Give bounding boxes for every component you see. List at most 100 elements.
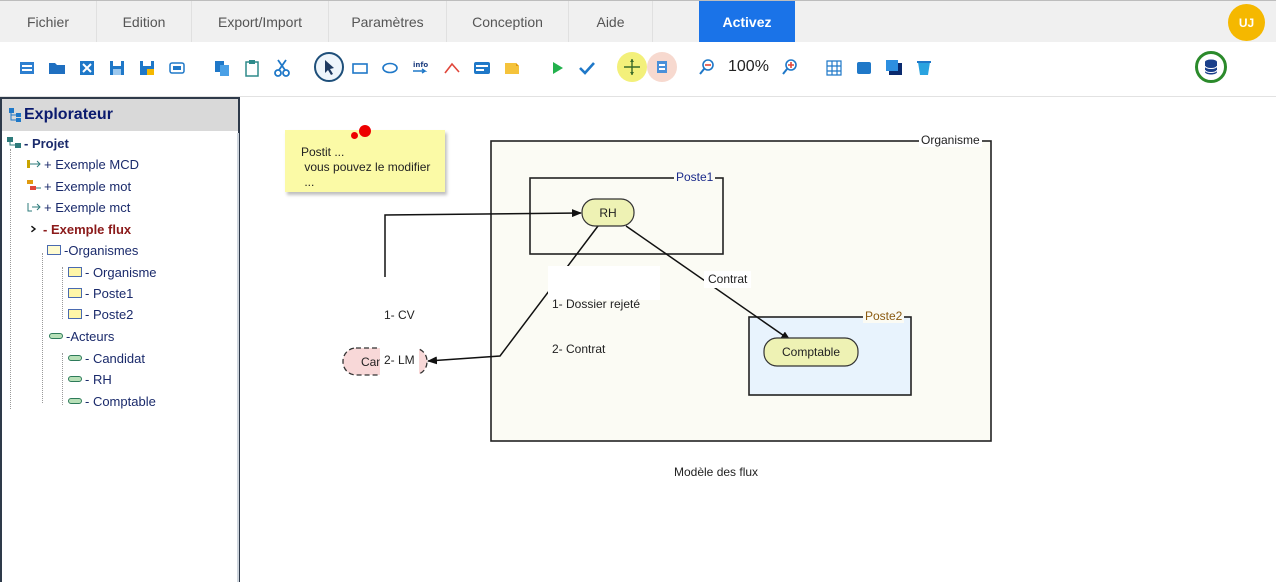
- shadow-icon[interactable]: [882, 55, 906, 81]
- organisme-folder-icon: [47, 245, 61, 255]
- tree-node-label: + Exemple mct: [44, 199, 131, 215]
- fill-color-icon[interactable]: [852, 55, 876, 81]
- acteur-group-icon: [49, 333, 63, 339]
- generate-icon[interactable]: [647, 52, 677, 82]
- explorer-header: Explorateur: [2, 99, 238, 131]
- tree-node-label: - Comptable: [85, 393, 156, 409]
- menu-bar: Fichier Edition Export/Import Paramètres…: [0, 0, 1276, 42]
- tree-node-acteurs[interactable]: -Acteurs: [49, 326, 114, 346]
- user-avatar[interactable]: UJ: [1228, 4, 1265, 41]
- tree-node-exemple-flux[interactable]: - Exemple flux: [30, 219, 131, 239]
- actor-comptable[interactable]: Comptable: [781, 345, 841, 359]
- postit-line: vous pouvez le modifier: [301, 160, 431, 174]
- tree-node-label: - Candidat: [85, 350, 145, 366]
- menu-aide[interactable]: Aide: [569, 1, 653, 42]
- actor-rh[interactable]: RH: [599, 205, 617, 220]
- validate-icon[interactable]: [575, 55, 599, 81]
- tree-node-label: - Projet: [24, 135, 69, 151]
- mcd-icon: [27, 160, 41, 168]
- expand-arrow-icon: [30, 225, 37, 233]
- tree-node-label: - Poste2: [85, 306, 134, 322]
- menu-activez[interactable]: Activez: [699, 1, 795, 42]
- diagram-caption: Modèle des flux: [674, 465, 759, 479]
- open-folder-icon[interactable]: [45, 55, 69, 81]
- frame-poste1-label: Poste1: [674, 170, 716, 184]
- tree-node-exemple-mct[interactable]: + Exemple mct: [27, 197, 130, 217]
- explorer-tree-icon: [9, 108, 21, 122]
- mct-icon: [27, 203, 41, 212]
- tree-node-organisme[interactable]: - Organisme: [68, 262, 157, 282]
- tree-guide: [10, 149, 11, 409]
- tree-node-rh[interactable]: - RH: [68, 369, 112, 389]
- poste-icon: [68, 288, 82, 298]
- flow-label-line: 2- LM: [384, 353, 415, 367]
- save-as-icon[interactable]: [135, 55, 159, 81]
- menu-conception[interactable]: Conception: [447, 1, 569, 42]
- export-icon[interactable]: [165, 55, 189, 81]
- postit-pin-icon: [359, 125, 371, 137]
- flow-contrat-label[interactable]: Contrat: [704, 271, 752, 288]
- tree-node-label: - Poste1: [85, 285, 134, 301]
- tree-node-label: + Exemple mot: [44, 178, 132, 194]
- frame-organisme-label: Organisme: [919, 133, 982, 147]
- zoom-out-icon[interactable]: [692, 52, 722, 82]
- explorer-panel: Explorateur - Projet + Exemple MCD + Exe…: [0, 97, 240, 582]
- flow-label-line: 1- CV: [384, 308, 415, 322]
- tree-guide: [62, 267, 63, 319]
- menu-fichier[interactable]: Fichier: [0, 1, 97, 42]
- tree-node-exemple-mot[interactable]: + Exemple mot: [27, 176, 131, 196]
- zoom-in-icon[interactable]: [775, 52, 805, 82]
- menu-parametres[interactable]: Paramètres: [329, 1, 447, 42]
- layout-icon[interactable]: [617, 52, 647, 82]
- rectangle-icon[interactable]: [348, 55, 372, 81]
- postit-note[interactable]: Postit ... vous pouvez le modifier ...: [285, 130, 445, 192]
- flow-dossier-contrat-label[interactable]: 1- Dossier rejeté 2- Contrat: [548, 266, 660, 356]
- tree-node-poste2[interactable]: - Poste2: [68, 304, 133, 324]
- tree-node-label: - Organisme: [85, 264, 157, 280]
- pointer-icon[interactable]: [314, 52, 344, 82]
- actor-rh-shape[interactable]: [581, 198, 635, 227]
- tree-node-label: + Exemple MCD: [44, 156, 139, 172]
- tree-node-label: - Exemple flux: [43, 221, 132, 237]
- postit-pin-dot: [351, 132, 358, 139]
- organisme-icon: [68, 267, 82, 277]
- menu-edition[interactable]: Edition: [97, 1, 192, 42]
- postit-line: Postit ...: [301, 145, 345, 159]
- copy-icon[interactable]: [210, 55, 234, 81]
- tree-node-comptable[interactable]: - Comptable: [68, 391, 156, 411]
- tree-node-organismes[interactable]: -Organismes: [47, 240, 138, 260]
- text-block-icon[interactable]: [470, 55, 494, 81]
- tree-node-exemple-mcd[interactable]: + Exemple MCD: [27, 154, 139, 174]
- paste-icon[interactable]: [240, 55, 264, 81]
- svg-text:info: info: [413, 61, 428, 69]
- explorer-scrollbar[interactable]: [237, 133, 239, 582]
- acteur-icon: [68, 376, 82, 382]
- acteur-icon: [68, 398, 82, 404]
- postit-line: ...: [301, 175, 315, 189]
- info-icon[interactable]: info: [408, 55, 432, 81]
- ellipse-icon[interactable]: [378, 55, 402, 81]
- menu-export-import[interactable]: Export/Import: [192, 1, 329, 42]
- save-icon[interactable]: [105, 55, 129, 81]
- tree-guide: [62, 353, 63, 405]
- postit-icon[interactable]: [500, 55, 524, 81]
- zoom-level: 100%: [728, 58, 769, 75]
- tree-node-projet[interactable]: - Projet: [7, 133, 69, 153]
- tree-node-poste1[interactable]: - Poste1: [68, 283, 133, 303]
- delete-icon[interactable]: [912, 55, 936, 81]
- explorer-title: Explorateur: [24, 106, 113, 123]
- database-icon[interactable]: [1195, 51, 1227, 83]
- run-icon[interactable]: [545, 55, 569, 81]
- poste-icon: [68, 309, 82, 319]
- mot-icon: [27, 180, 41, 190]
- flow-cv-lm-label[interactable]: 1- CV 2- LM: [380, 277, 419, 384]
- line-icon[interactable]: [440, 55, 464, 81]
- new-diagram-icon[interactable]: [15, 55, 39, 81]
- actor-comptable-shape[interactable]: [763, 337, 859, 367]
- cut-icon[interactable]: [270, 55, 294, 81]
- flow-label-line: 2- Contrat: [552, 342, 606, 356]
- tree-node-candidat[interactable]: - Candidat: [68, 348, 145, 368]
- close-icon[interactable]: [75, 55, 99, 81]
- grid-icon[interactable]: [822, 55, 846, 81]
- tree-node-label: -Organismes: [64, 242, 139, 258]
